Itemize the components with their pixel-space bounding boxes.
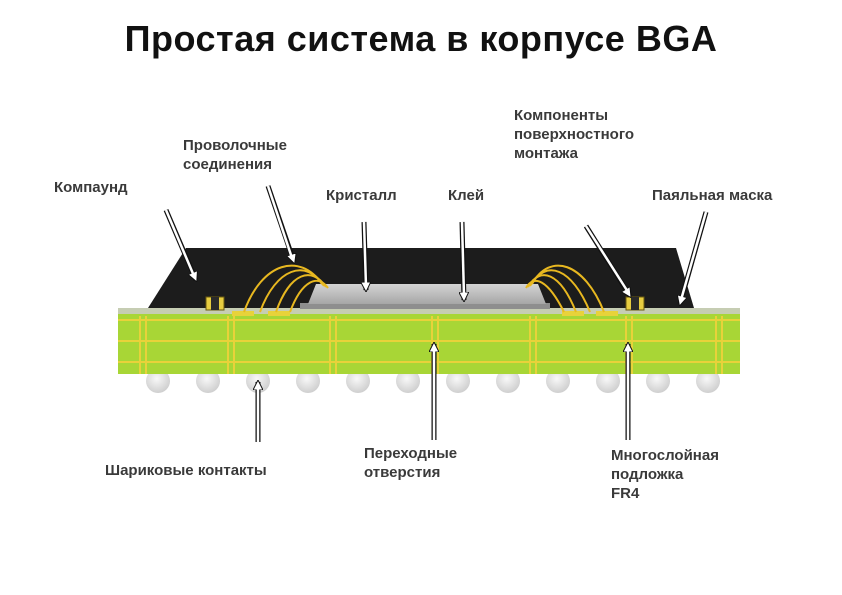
label-wire-bonds: Проволочные соединения xyxy=(183,137,287,173)
solder-ball xyxy=(596,369,620,393)
label-compound: Компаунд xyxy=(54,179,128,196)
bond-pads xyxy=(232,311,618,316)
smd-component-right xyxy=(625,296,645,311)
solder-ball xyxy=(196,369,220,393)
smd-component-left xyxy=(205,296,225,311)
label-solder-balls: Шариковые контакты xyxy=(105,462,267,479)
label-glue: Клей xyxy=(448,187,485,204)
solder-ball xyxy=(396,369,420,393)
solder-ball xyxy=(696,369,720,393)
page-title: Простая система в корпусе BGA xyxy=(124,18,718,59)
solder-balls xyxy=(146,369,720,393)
solder-ball xyxy=(496,369,520,393)
solder-ball xyxy=(296,369,320,393)
label-vias: Переходные отверстия xyxy=(364,445,458,481)
solder-ball xyxy=(446,369,470,393)
solder-ball xyxy=(546,369,570,393)
solder-ball xyxy=(146,369,170,393)
label-solder-mask: Паяльная маска xyxy=(652,187,773,204)
solder-ball xyxy=(346,369,370,393)
solder-ball xyxy=(646,369,670,393)
fr4-substrate xyxy=(118,308,740,374)
pointer-arrows-inner xyxy=(164,185,708,442)
label-die: Кристалл xyxy=(326,187,397,204)
silicon-die xyxy=(308,284,546,304)
wire-bonds xyxy=(243,264,605,313)
label-smd-components: Компоненты поверхностного монтажа xyxy=(514,107,635,162)
label-substrate: Многослойная подложка FR4 xyxy=(611,447,719,502)
die-attach-glue xyxy=(300,303,550,309)
